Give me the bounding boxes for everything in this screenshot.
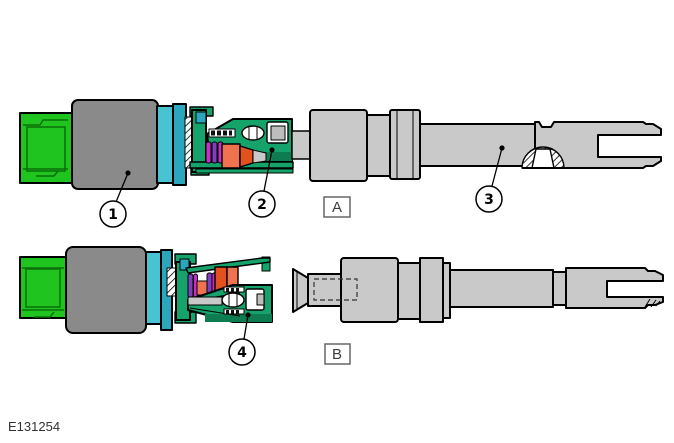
label-b: B xyxy=(324,343,351,365)
label-a-text: A xyxy=(332,199,342,216)
housing-b-latch-insert xyxy=(256,293,265,306)
callout-1: 1 xyxy=(99,170,131,228)
connector-b-bottom-detail xyxy=(22,309,64,318)
shaft-b-band xyxy=(442,262,451,319)
callout-3-circle xyxy=(475,185,503,213)
callout-3-leader xyxy=(491,147,503,187)
callout-2-leader xyxy=(263,149,273,192)
callout-4-number: 4 xyxy=(237,345,247,361)
housing-b-inner-rod xyxy=(187,296,223,306)
callout-3: 3 xyxy=(475,145,505,213)
connector-a-bottom-detail xyxy=(23,168,68,177)
assembly-b: 4 B xyxy=(19,246,664,366)
callout-1-number: 1 xyxy=(108,207,118,223)
connector-a-inner xyxy=(26,126,66,172)
connector-a-body xyxy=(19,112,73,184)
shaft-b-barrel xyxy=(340,257,399,323)
housing-a-lower-rod xyxy=(195,168,294,174)
shaft-a-step xyxy=(366,114,391,177)
housing-b-oval-window xyxy=(221,292,245,308)
spring-coil-b-1 xyxy=(187,273,194,298)
shaft-b-clevis-fork xyxy=(565,267,664,309)
housing-a-latch-insert xyxy=(270,125,286,141)
housing-a-vent-strip xyxy=(208,128,236,138)
shaft-a-barrel xyxy=(309,109,368,182)
callout-4-dot xyxy=(245,312,251,318)
callout-4-circle xyxy=(228,338,256,366)
shaft-a xyxy=(291,109,662,182)
assembly-a: 1 2 3 A xyxy=(19,99,662,228)
label-b-box xyxy=(324,343,351,365)
housing-b-top-rod xyxy=(185,257,271,274)
connector-b-body xyxy=(19,256,67,319)
callout-1-dot xyxy=(125,170,131,176)
spring-coil-a-2 xyxy=(211,141,218,164)
label-a: A xyxy=(323,196,351,218)
shaft-b-rod xyxy=(449,269,554,308)
damper-a-tip xyxy=(252,149,267,164)
shaft-a-stub xyxy=(291,130,311,160)
connector-b-inner xyxy=(25,268,61,308)
shaft-a-section-wedge xyxy=(531,148,555,169)
shaft-b-collar xyxy=(419,257,444,323)
shaft-a-clevis-fork xyxy=(534,121,662,169)
housing-a-vent-3 xyxy=(223,130,227,136)
callout-3-number: 3 xyxy=(484,192,494,208)
callout-1-circle xyxy=(99,200,127,228)
ring-teal-a xyxy=(172,103,187,186)
callout-2-number: 2 xyxy=(257,197,267,213)
shaft-b-hatch-ticks xyxy=(644,298,661,308)
housing-b-vent-t2 xyxy=(231,288,234,292)
callout-2-circle xyxy=(248,190,276,218)
retainer-b-clip xyxy=(179,258,190,271)
callout-4-leader xyxy=(243,314,249,340)
damper-b-small-block xyxy=(196,280,208,296)
callout-3-dot xyxy=(499,145,505,151)
housing-b-rod-tab xyxy=(261,256,271,272)
ring-light-a xyxy=(156,105,174,184)
callout-1-leader xyxy=(115,172,129,203)
retainer-a-clip xyxy=(195,111,207,124)
ring-light-b xyxy=(145,251,162,325)
housing-a-vent-2 xyxy=(217,130,221,136)
callout-2-dot xyxy=(269,147,275,153)
callout-4: 4 xyxy=(228,312,256,366)
shaft-a-collar xyxy=(389,109,421,180)
housing-b-shade xyxy=(205,314,272,322)
shaft-b xyxy=(292,257,664,323)
boot-b xyxy=(65,246,147,334)
figure-code: E131254 xyxy=(8,419,60,434)
housing-b-vent-b1 xyxy=(226,310,229,314)
shaft-b-step xyxy=(397,262,421,320)
connector-b xyxy=(19,256,67,319)
housing-b-vent-b2 xyxy=(231,310,234,314)
spring-coil-a-1 xyxy=(205,141,212,164)
damper-housing-b xyxy=(185,256,273,323)
label-a-box xyxy=(323,196,351,218)
damper-a-cone xyxy=(239,145,254,168)
damper-a-body xyxy=(221,143,241,169)
housing-a-oval-window xyxy=(241,125,265,141)
shaft-b-groove xyxy=(552,271,567,306)
shaft-a-rod xyxy=(419,123,537,167)
connector-a xyxy=(19,112,73,184)
housing-a-vent-1 xyxy=(211,130,215,136)
connector-a-top-detail xyxy=(23,119,68,126)
housing-b-vent-t1 xyxy=(226,288,229,292)
housing-b-cone-line-2 xyxy=(189,307,241,317)
housing-b-vent-t3 xyxy=(236,288,239,292)
callout-2: 2 xyxy=(248,147,276,218)
boot-a xyxy=(71,99,159,190)
housing-a-vent-4 xyxy=(229,130,232,136)
shaft-b-flared-end xyxy=(292,268,309,313)
housing-b-vent-b3 xyxy=(236,310,239,314)
label-b-text: B xyxy=(332,346,342,363)
retainer-b xyxy=(166,253,197,324)
